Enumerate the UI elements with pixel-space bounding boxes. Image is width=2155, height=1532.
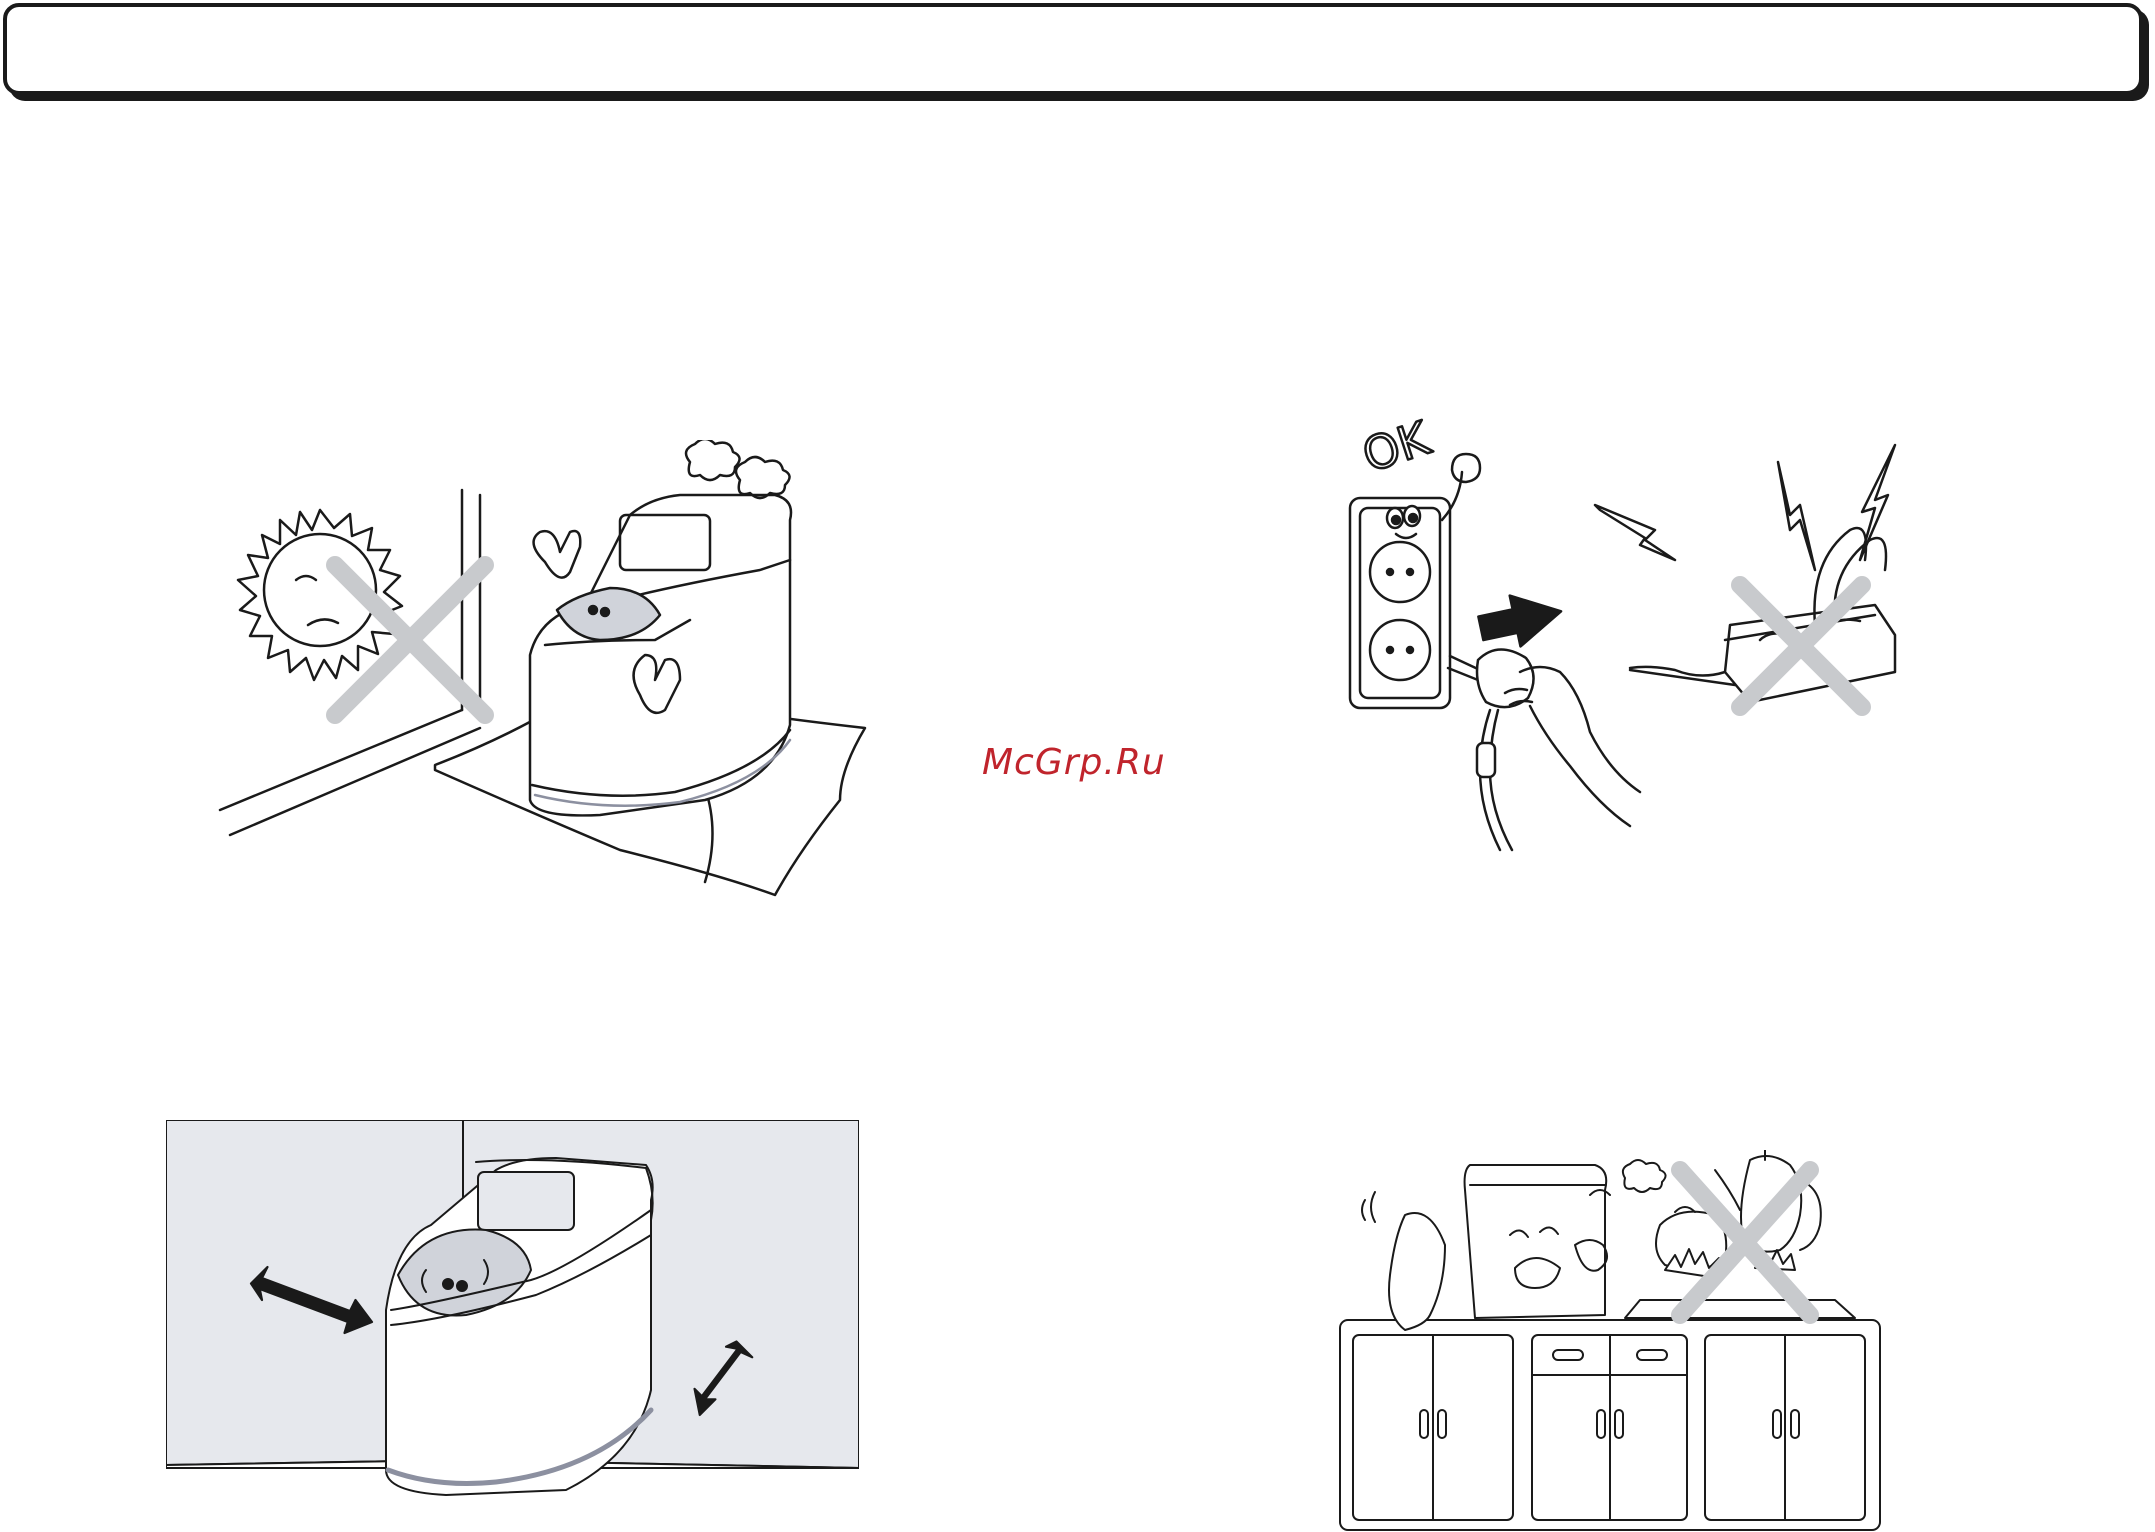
svg-text:OK: OK [1356,410,1438,482]
ice-maker-icon [1362,1165,1610,1330]
ice-maker-icon [530,495,791,815]
illustration-heat-source [1335,1150,1885,1532]
plug-icon [1448,649,1534,850]
watermark-text: McGrp.Ru [982,742,1166,783]
wall-socket-icon [1350,454,1480,708]
steam-icon [1623,1160,1666,1192]
illustration-wall-clearance [166,1120,859,1525]
ok-label-icon: OK [1356,410,1438,482]
steam-icon [686,440,790,498]
header-bar [3,3,2143,95]
kitchen-cabinet-icon [1340,1320,1880,1530]
illustration-socket-ok: OK [1330,410,1930,860]
arrow-right-icon [1475,586,1566,654]
hand-icon [1505,667,1640,826]
illustration-sun-heat [200,440,880,910]
lightning-icon [1595,445,1895,570]
